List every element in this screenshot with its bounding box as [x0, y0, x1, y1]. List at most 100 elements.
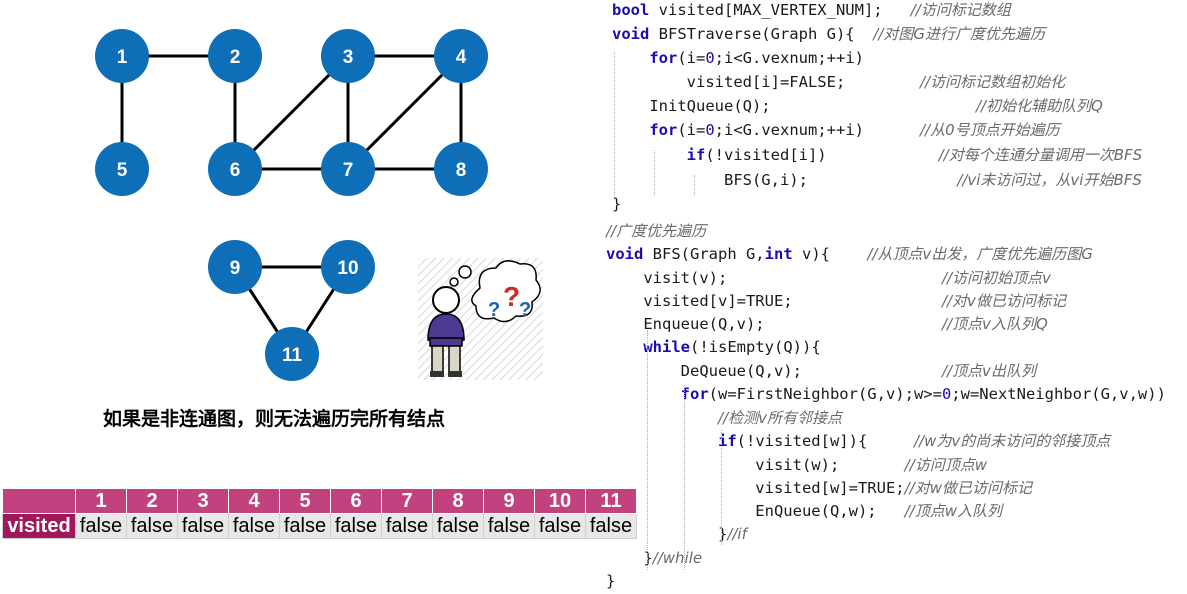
code-text: } — [606, 525, 728, 543]
code-line-6: for(i=0;i<G.vexnum;++i) //从0号顶点开始遍历 — [612, 120, 1060, 140]
node-label: 2 — [230, 47, 241, 68]
code-line-17: for(w=FirstNeighbor(G,v);w>=0;w=NextNeig… — [606, 384, 1166, 404]
header-cell-4: 4 — [228, 488, 280, 514]
code-line-18: //检测v所有邻接点 — [606, 408, 842, 428]
node-circle — [265, 327, 319, 381]
node-label: 9 — [230, 258, 241, 279]
header-cell-11: 11 — [585, 488, 637, 514]
node-label: 1 — [117, 47, 128, 68]
code-keyword: for — [649, 121, 678, 139]
visited-cell-4: false — [228, 513, 280, 539]
code-text — [606, 385, 681, 403]
code-text — [612, 146, 687, 164]
code-line-20: visit(w); //访问顶点w — [606, 455, 987, 475]
code-keyword: if — [717, 432, 737, 450]
code-line-22: EnQueue(Q,w); //顶点w入队列 — [606, 501, 1002, 521]
code-text: } — [606, 549, 653, 567]
svg-text:?: ? — [519, 299, 531, 321]
indent-guide — [647, 330, 648, 570]
code-comment: //顶点v入队列Q — [941, 315, 1048, 333]
code-text: BFS(G,i); — [612, 171, 958, 189]
confused-person-icon: ? ? ? — [418, 258, 543, 380]
code-line-3: for(i=0;i<G.vexnum;++i) — [612, 48, 864, 68]
header-cell-5: 5 — [279, 488, 331, 514]
code-comment: //从0号顶点开始遍历 — [919, 121, 1060, 139]
table-corner — [2, 488, 76, 514]
code-comment: //访问初始顶点v — [941, 269, 1051, 287]
code-text: } — [606, 572, 616, 590]
code-text: (w=FirstNeighbor(G,v);w>= — [708, 385, 942, 403]
code-comment: //访问标记数组 — [910, 1, 1011, 19]
indent-guide — [654, 150, 655, 195]
code-keyword: if — [686, 146, 706, 164]
code-comment: //广度优先遍历 — [606, 222, 707, 240]
code-text — [606, 432, 718, 450]
node-circle — [321, 240, 375, 294]
code-text: (!visited[i]) — [705, 146, 939, 164]
code-line-7: if(!visited[i]) //对每个连通分量调用一次BFS — [612, 145, 1143, 165]
graph-node-1: 1 — [95, 29, 149, 83]
code-comment: //w为v的尚未访问的邻接顶点 — [913, 432, 1111, 450]
node-circle — [95, 142, 149, 196]
code-line-24: }//while — [606, 548, 702, 568]
graph-node-4: 4 — [434, 29, 488, 83]
code-text: visited[v]=TRUE; — [606, 292, 942, 310]
code-text: visited[i]=FALSE; — [612, 73, 920, 91]
code-comment: //if — [727, 525, 747, 543]
code-text: visited[MAX_VERTEX_NUM]; — [649, 1, 911, 19]
indent-guide — [614, 52, 615, 195]
graph-node-3: 3 — [321, 29, 375, 83]
code-text: DeQueue(Q,v); — [606, 362, 942, 380]
code-text: ;w=NextNeighbor(G,v,w)) — [951, 385, 1166, 403]
code-line-5: InitQueue(Q); //初始化辅助队列Q — [612, 96, 1103, 116]
node-label: 6 — [230, 160, 241, 181]
code-text: InitQueue(Q); — [612, 97, 976, 115]
code-line-8: BFS(G,i); //vi未访问过，从vi开始BFS — [612, 170, 1142, 190]
graph-node-8: 8 — [434, 142, 488, 196]
person-torso — [427, 313, 465, 341]
person-head — [432, 286, 460, 314]
node-label: 10 — [337, 258, 358, 279]
visited-cell-5: false — [279, 513, 331, 539]
node-circle — [95, 29, 149, 83]
graph-node-10: 10 — [321, 240, 375, 294]
code-line-4: visited[i]=FALSE; //访问标记数组初始化 — [612, 72, 1065, 92]
code-keyword: bool — [612, 1, 650, 19]
code-comment: //初始化辅助队列Q — [975, 97, 1103, 115]
visited-cell-10: false — [534, 513, 586, 539]
code-text: 0 — [705, 121, 715, 139]
graph-node-6: 6 — [208, 142, 262, 196]
thought-bubble — [471, 260, 541, 323]
code-line-2: void BFSTraverse(Graph G){ //对图G进行广度优先遍历 — [612, 24, 1045, 44]
visited-cell-1: false — [75, 513, 127, 539]
node-circle — [208, 142, 262, 196]
code-keyword: int — [764, 245, 793, 263]
code-line-23: }//if — [606, 524, 747, 544]
code-line-10: //广度优先遍历 — [606, 221, 706, 241]
code-text: BFS(Graph G, — [643, 245, 765, 263]
caption: 如果是非连通图，则无法遍历完所有结点 — [103, 408, 446, 430]
code-comment: //while — [652, 549, 703, 567]
code-text: visit(w); — [606, 456, 905, 474]
row-label: visited — [2, 513, 76, 539]
code-text: } — [612, 195, 622, 213]
code-comment: //vi未访问过，从vi开始BFS — [957, 171, 1142, 189]
graph-node-2: 2 — [208, 29, 262, 83]
header-cell-6: 6 — [330, 488, 382, 514]
indent-guide — [694, 175, 695, 195]
visited-cell-7: false — [381, 513, 433, 539]
code-keyword: void — [612, 25, 650, 43]
code-keyword: while — [643, 338, 690, 356]
svg-text:?: ? — [488, 299, 500, 321]
code-comment: //从顶点v出发，广度优先遍历图G — [867, 245, 1093, 263]
code-line-16: DeQueue(Q,v); //顶点v出队列 — [606, 361, 1036, 381]
header-cell-3: 3 — [177, 488, 229, 514]
indent-guide — [721, 430, 722, 545]
code-line-21: visited[w]=TRUE;//对w做已访问标记 — [606, 478, 1032, 498]
code-text — [606, 409, 718, 427]
code-text: v){ — [792, 245, 868, 263]
